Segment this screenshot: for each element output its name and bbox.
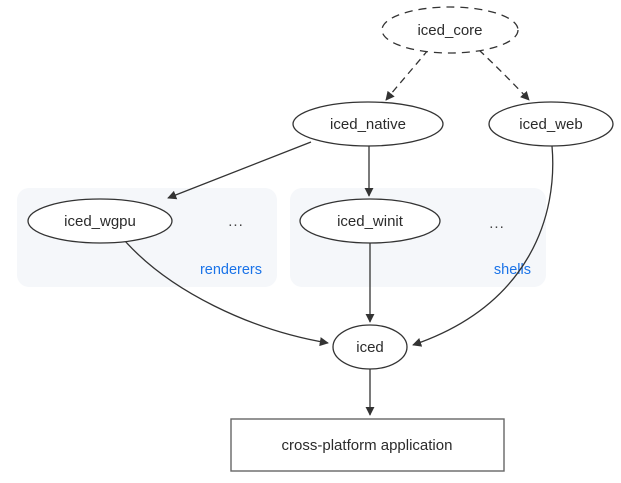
node-iced-label: iced bbox=[356, 339, 384, 356]
node-iced-native-label: iced_native bbox=[330, 116, 406, 133]
node-iced-native-shape[interactable] bbox=[292, 101, 444, 147]
node-iced-core-label: iced_core bbox=[417, 22, 482, 39]
edges-layer bbox=[124, 49, 554, 416]
edge-iced-native-to-iced-wgpu bbox=[167, 141, 312, 200]
node-iced-web-label: iced_web bbox=[519, 116, 582, 133]
node-iced-winit-shape[interactable] bbox=[299, 198, 441, 244]
cluster-shells-label: shells bbox=[494, 262, 531, 278]
node-iced-wgpu-shape[interactable] bbox=[27, 198, 173, 244]
edge-iced-core-to-iced-web bbox=[478, 49, 530, 101]
node-iced-wgpu-label: iced_wgpu bbox=[64, 213, 136, 230]
node-iced-winit[interactable]: iced_winit bbox=[299, 198, 441, 244]
cluster-renderers-label: renderers bbox=[200, 262, 262, 278]
node-cross-platform-application[interactable]: cross-platform application bbox=[230, 418, 505, 472]
node-cross-platform-application-label: cross-platform application bbox=[282, 437, 453, 454]
node-iced-native[interactable]: iced_native bbox=[292, 101, 444, 147]
edge-iced-web-to-iced bbox=[412, 145, 554, 347]
node-iced-core-shape[interactable] bbox=[381, 6, 519, 54]
node-iced-shape[interactable] bbox=[332, 324, 408, 370]
node-iced-core[interactable]: iced_core bbox=[381, 6, 519, 54]
edge-iced-core-to-iced-native bbox=[385, 49, 429, 101]
node-iced-web-shape[interactable] bbox=[488, 101, 614, 147]
node-iced-winit-label: iced_winit bbox=[337, 213, 404, 230]
node-iced[interactable]: iced bbox=[332, 324, 408, 370]
node-cross-platform-application-shape[interactable] bbox=[230, 418, 505, 472]
edge-iced-wgpu-to-iced bbox=[124, 240, 329, 347]
node-iced-wgpu[interactable]: iced_wgpu bbox=[27, 198, 173, 244]
cluster-shells-ellipsis: ... bbox=[489, 215, 505, 232]
node-iced-web[interactable]: iced_web bbox=[488, 101, 614, 147]
cluster-renderers-ellipsis: ... bbox=[228, 213, 244, 230]
